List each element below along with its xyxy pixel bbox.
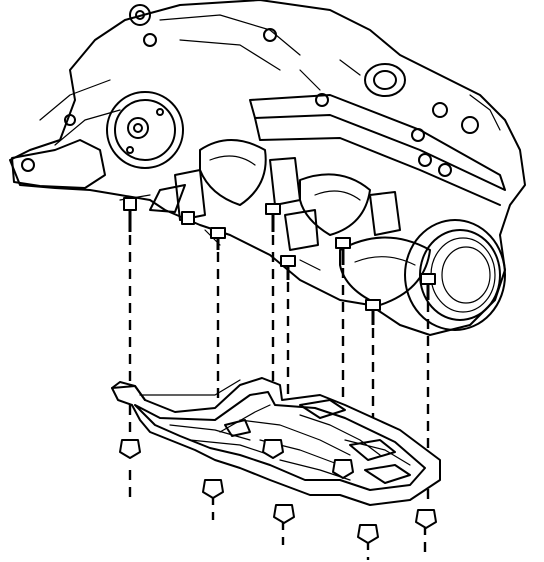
bolt-heads <box>123 197 436 311</box>
engine-block <box>9 0 526 336</box>
fastener-alignment-lines <box>128 210 430 560</box>
nuts <box>119 439 437 544</box>
